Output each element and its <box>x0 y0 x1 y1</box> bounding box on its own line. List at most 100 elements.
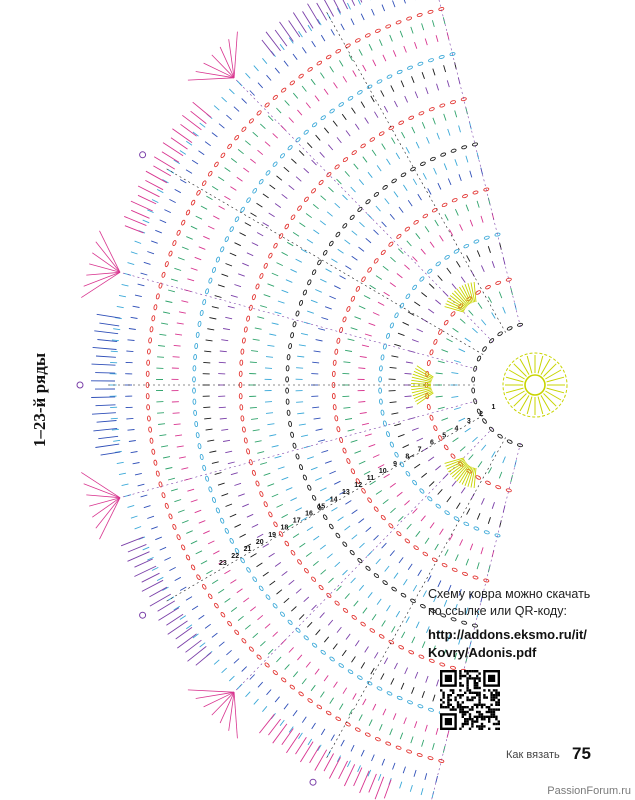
stitch-mark <box>300 517 308 522</box>
stitch-mark <box>118 472 126 476</box>
stitch-mark <box>192 387 196 394</box>
stitch-mark <box>250 606 257 612</box>
stitch-mark <box>398 206 404 213</box>
petal-stitch <box>412 373 432 382</box>
stitch-mark <box>181 467 189 470</box>
stitch-mark <box>345 265 352 270</box>
stitch-mark <box>179 615 187 620</box>
stitch-mark <box>438 329 443 335</box>
edge-stitch <box>99 322 120 327</box>
stitch-mark <box>367 267 372 273</box>
stitch-mark <box>435 395 443 398</box>
stitch-mark <box>440 152 447 157</box>
stitch-mark <box>281 289 289 294</box>
petal-stitch <box>473 281 477 303</box>
stitch-mark <box>310 299 318 304</box>
stitch-mark <box>311 722 316 730</box>
stitch-mark <box>241 638 247 644</box>
stitch-mark <box>469 592 473 600</box>
edge-stitch <box>137 194 157 205</box>
stitch-mark <box>301 332 309 336</box>
download-link-line-2[interactable]: Kovry/Adonis.pdf <box>428 645 537 660</box>
stitch-mark <box>249 674 255 680</box>
stitch-mark <box>157 412 165 414</box>
stitch-mark <box>199 122 206 128</box>
stitch-mark <box>368 443 376 448</box>
stitch-mark <box>190 267 198 271</box>
stitch-mark <box>281 193 288 199</box>
stitch-mark <box>262 222 270 227</box>
edge-stitch <box>185 639 202 653</box>
stitch-mark <box>345 349 353 352</box>
qr-code[interactable] <box>440 670 500 730</box>
stitch-mark <box>320 72 325 79</box>
stitch-mark <box>344 239 351 245</box>
qr-module <box>466 686 469 690</box>
tassel-stitch <box>81 472 121 499</box>
row-number-label: 19 <box>268 532 276 539</box>
stitch-mark <box>364 333 372 337</box>
stitch-mark <box>355 478 361 484</box>
stitch-mark <box>224 167 231 172</box>
stitch-mark <box>378 387 382 394</box>
stitch-mark <box>485 480 491 485</box>
stitch-mark <box>151 526 158 530</box>
stitch-mark <box>459 224 464 231</box>
stitch-mark <box>471 376 476 383</box>
edge-stitch <box>316 2 328 21</box>
stitch-mark <box>316 60 323 66</box>
stitch-mark <box>382 265 389 271</box>
stitch-mark <box>279 44 285 51</box>
qr-module <box>456 703 460 706</box>
stitch-mark <box>295 453 300 460</box>
qr-module <box>461 725 464 728</box>
stitch-mark <box>172 412 180 414</box>
stitch-mark <box>333 82 338 89</box>
stitch-mark <box>307 698 313 703</box>
qr-module <box>447 706 450 709</box>
stitch-mark <box>234 523 241 528</box>
stitch-mark <box>451 283 457 290</box>
stitch-mark <box>459 539 464 546</box>
row-number-label: 2 <box>479 411 483 418</box>
qr-module <box>490 696 493 699</box>
stitch-mark <box>403 184 408 192</box>
qr-module <box>492 708 496 711</box>
qr-module <box>478 701 481 704</box>
stitch-mark <box>358 518 365 524</box>
stitch-mark <box>437 275 443 281</box>
download-link-line-1[interactable]: http://addons.eksmo.ru/it/ <box>428 627 587 642</box>
stitch-mark <box>382 499 389 505</box>
tassel-stitch <box>233 31 238 78</box>
stitch-mark <box>334 202 341 209</box>
stitch-mark <box>248 304 253 311</box>
qr-module <box>461 694 464 697</box>
row-number-label: 16 <box>305 511 313 518</box>
stitch-mark <box>332 359 337 366</box>
stitch-mark <box>230 472 238 476</box>
qr-module <box>459 672 462 675</box>
stitch-mark <box>329 656 335 662</box>
rows-title: 1–23-й ряды <box>30 352 49 448</box>
edge-stitch <box>96 313 121 319</box>
qr-module <box>459 703 462 706</box>
stitch-mark <box>292 710 298 717</box>
stitch-mark <box>252 131 259 138</box>
edge-stitch <box>161 151 180 163</box>
stitch-mark <box>447 584 452 592</box>
edge-stitch <box>309 745 321 764</box>
stitch-mark <box>463 521 470 527</box>
stitch-mark <box>146 359 150 366</box>
stitch-mark <box>336 337 341 344</box>
stitch-mark <box>438 55 445 59</box>
stitch-mark <box>358 49 363 56</box>
stitch-mark <box>236 588 243 594</box>
qr-module <box>495 694 498 697</box>
row-number-label: 4 <box>455 425 459 432</box>
stitch-mark <box>331 370 336 377</box>
stitch-mark <box>278 233 284 239</box>
qr-module <box>471 718 474 721</box>
edge-stitch <box>170 137 188 150</box>
stitch-mark <box>159 333 167 336</box>
qr-module <box>497 720 500 723</box>
